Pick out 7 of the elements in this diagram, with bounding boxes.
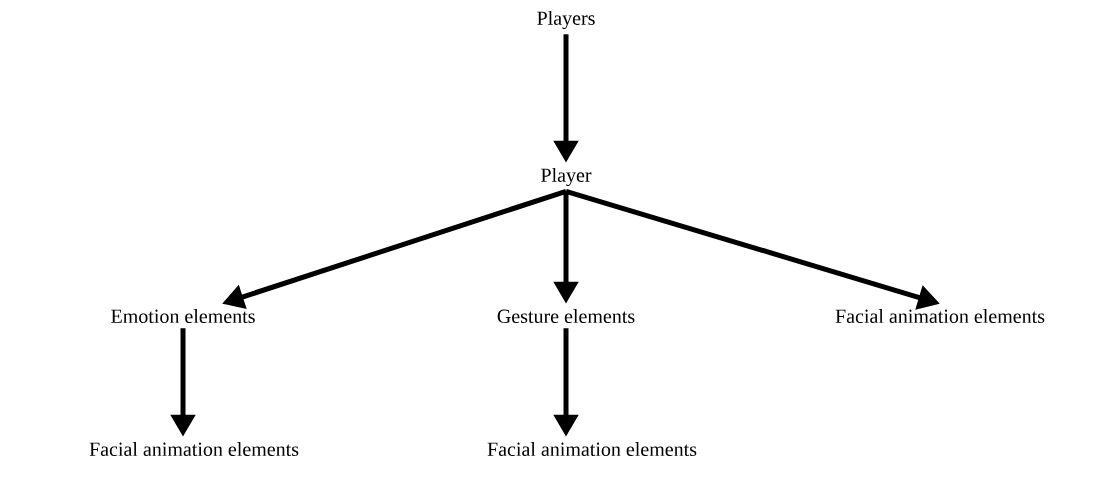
node-label: Facial animation elements [89,441,299,456]
node-label: Players [537,10,595,30]
node-label: Emotion elements [111,308,255,323]
node-label: Player [541,167,592,187]
node-label: Facial animation elements [487,441,697,456]
node-label: Facial animation elements [835,308,1045,323]
node-label: Gesture elements [497,308,635,323]
